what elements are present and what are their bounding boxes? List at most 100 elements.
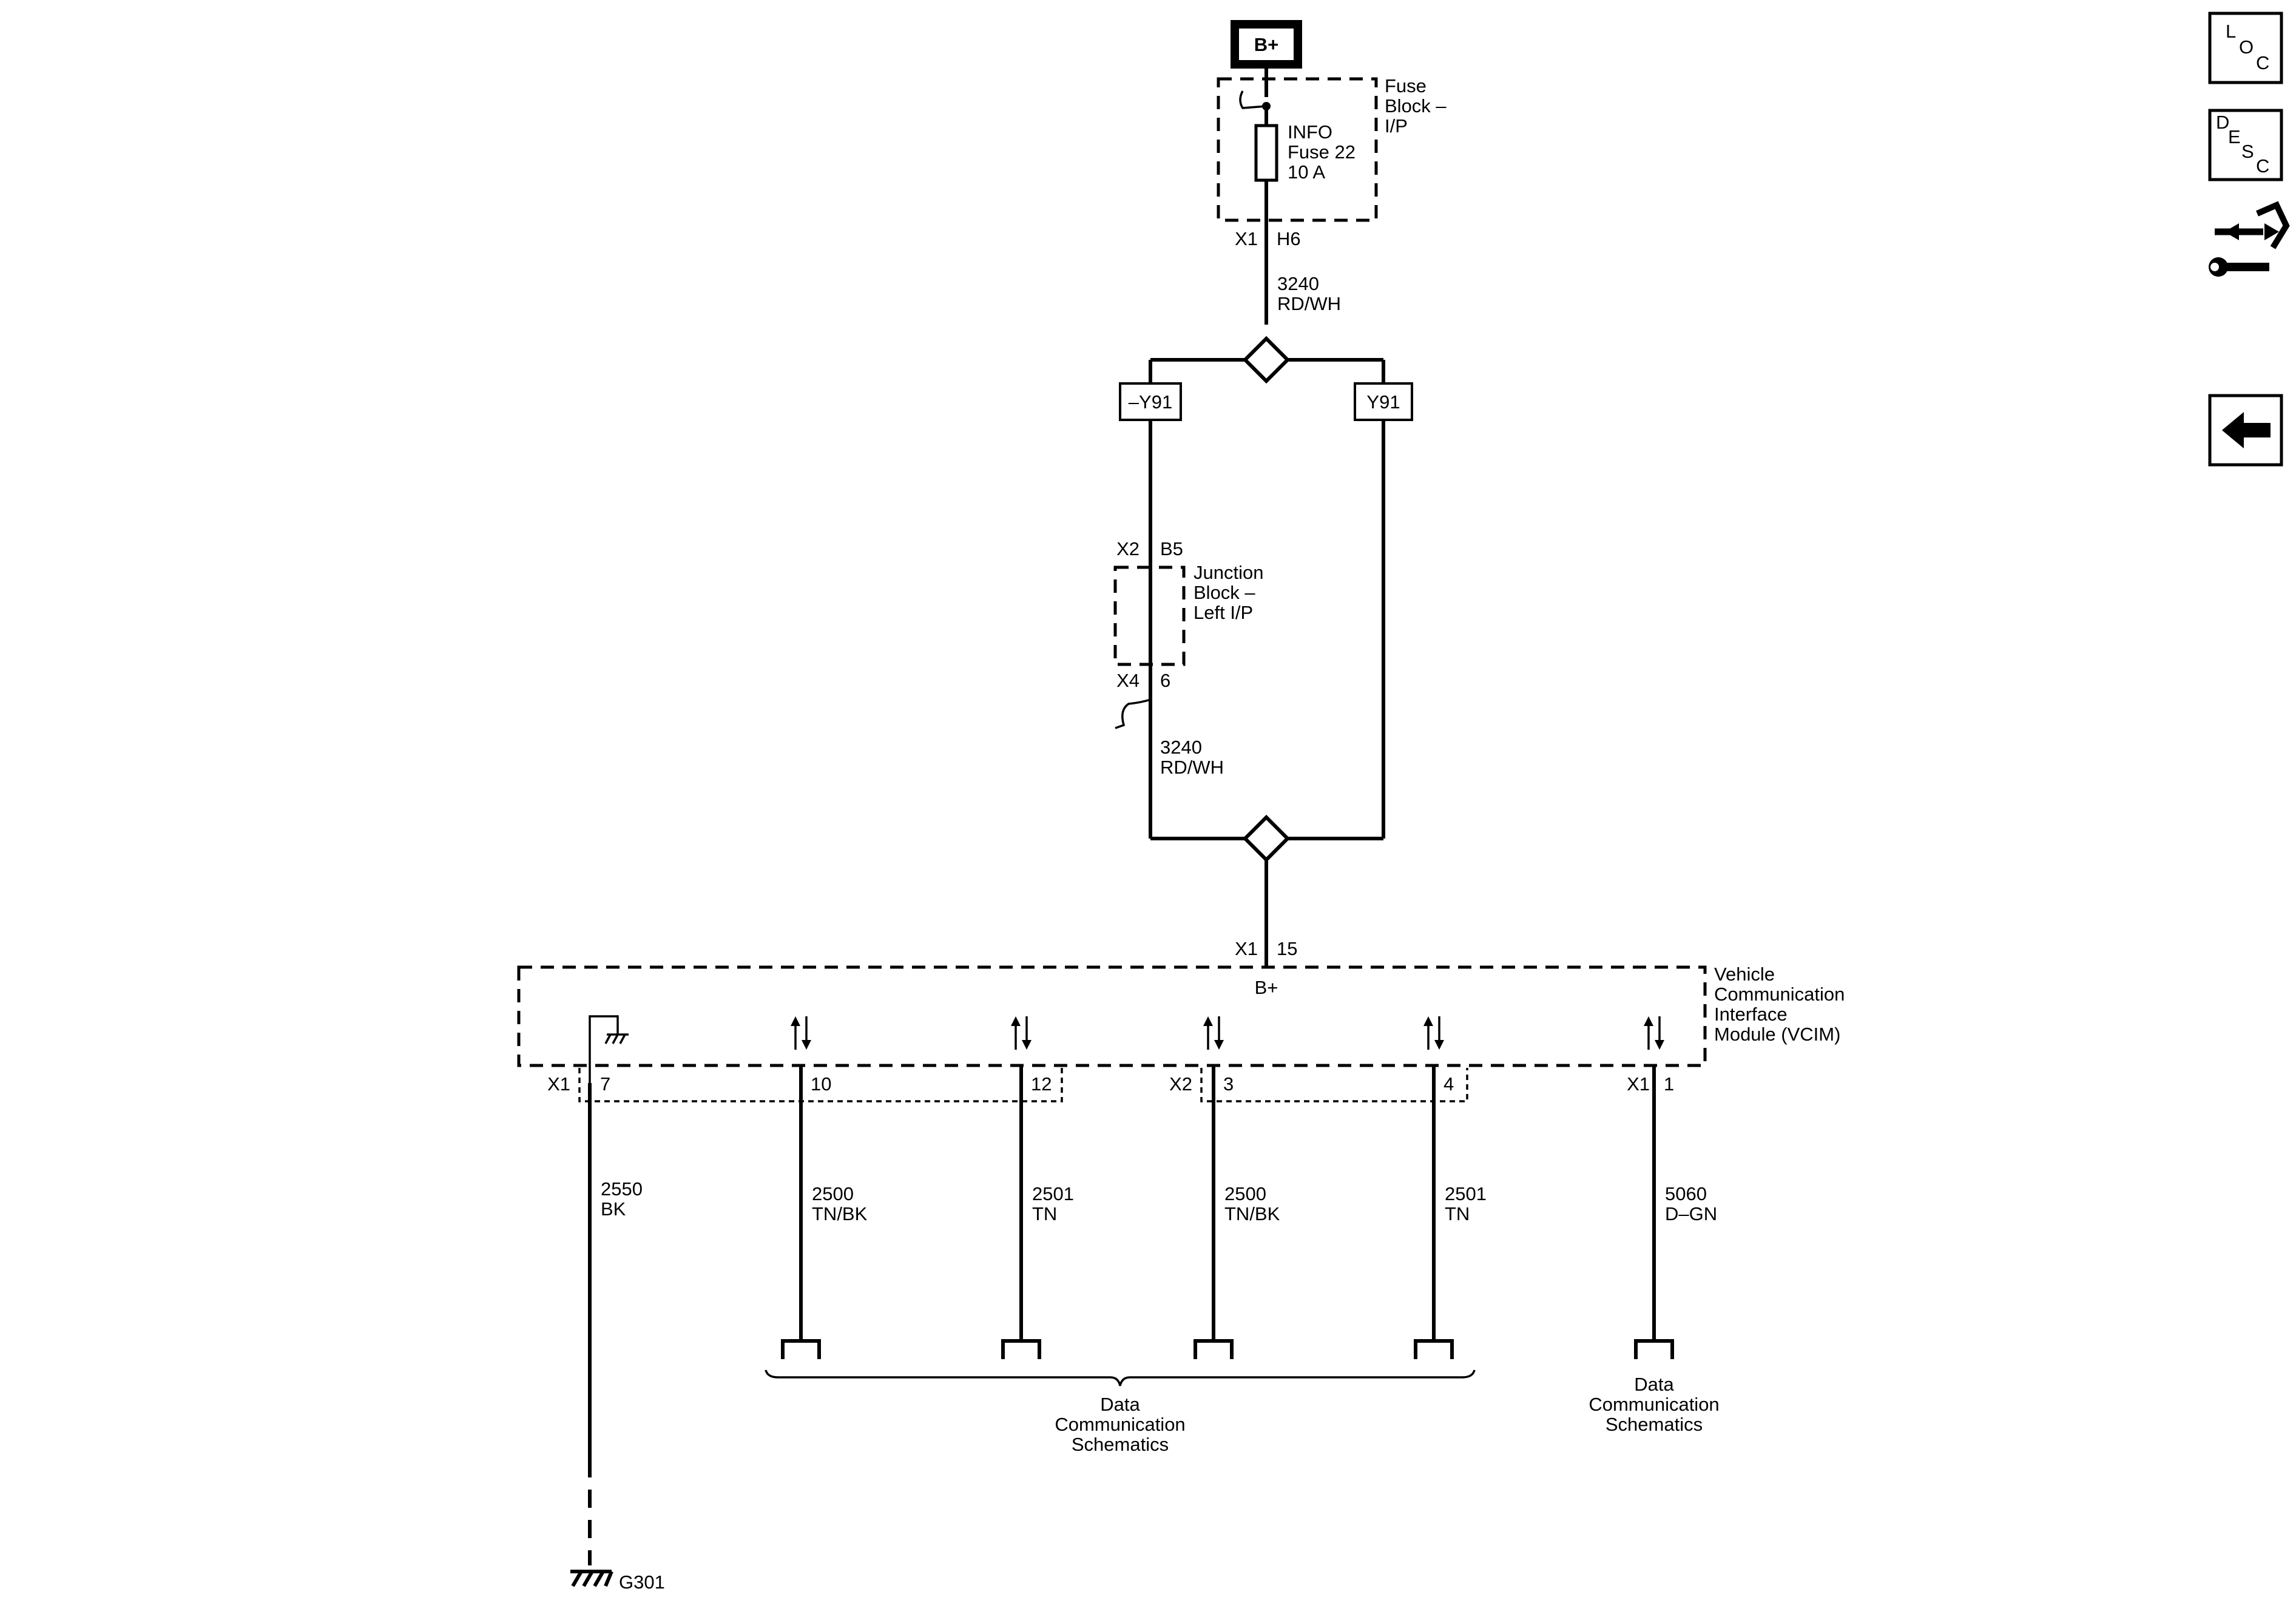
- loc-button[interactable]: L O C: [2208, 12, 2283, 84]
- vcim-label: Vehicle Communication Interface Module (…: [1714, 964, 1845, 1045]
- data-comm-single-label[interactable]: Data Communication Schematics: [1589, 1374, 1719, 1435]
- vcim-name-4: Module (VCIM): [1714, 1024, 1840, 1045]
- data-comm-group-line-1: Data: [1100, 1394, 1140, 1415]
- pin-12-label: 12: [1031, 1073, 1052, 1095]
- ground-icon: [570, 1570, 613, 1587]
- option-right-label: Y91: [1366, 391, 1400, 413]
- loc-letter-l: L: [2226, 21, 2236, 42]
- desc-letter-d: D: [2216, 112, 2229, 133]
- reference-terminal-icon: [1001, 1339, 1041, 1359]
- junction-top-pin: B5: [1160, 538, 1183, 559]
- pin-1-connector: X1: [1627, 1073, 1650, 1095]
- reference-terminal-icon: [1634, 1339, 1674, 1359]
- pin-3-connector: X2: [1169, 1073, 1192, 1095]
- fuse-rating: 10 A: [1288, 161, 1325, 183]
- bidirectional-arrow-icon: [1203, 1016, 1224, 1050]
- fuse-block-label: Fuse Block – I/P: [1385, 75, 1447, 137]
- wire-2501-a-color: TN: [1032, 1203, 1057, 1224]
- wire-2550-color: BK: [601, 1198, 626, 1220]
- wire-5060-color: D–GN: [1665, 1203, 1717, 1224]
- vcim-power-connector: X1: [1235, 938, 1258, 959]
- vcim-name-3: Interface: [1714, 1004, 1788, 1025]
- fuse-number: Fuse 22: [1288, 141, 1356, 163]
- wire-mid-color: RD/WH: [1160, 757, 1224, 778]
- loc-letter-c: C: [2256, 52, 2269, 73]
- wire-top-circuit: 3240: [1277, 273, 1319, 294]
- desc-button[interactable]: D E S C: [2208, 109, 2283, 181]
- option-left-label: –Y91: [1129, 391, 1172, 413]
- wire-2501-b-circuit: 2501: [1445, 1183, 1487, 1204]
- fuse-block-pin: H6: [1277, 228, 1301, 249]
- reference-terminal-icon: [781, 1339, 821, 1359]
- vcim-outline: [517, 965, 1707, 1067]
- pin-3-label: 3: [1223, 1073, 1234, 1095]
- junction-block-name-3: Left I/P: [1194, 602, 1253, 623]
- junction-block-name-1: Junction: [1194, 562, 1263, 583]
- wire-2500-a-circuit: 2500: [812, 1183, 854, 1204]
- junction-bottom-connector: X4: [1116, 670, 1140, 691]
- pin-10-label: 10: [811, 1073, 831, 1095]
- vcim-power-pin: 15: [1277, 938, 1297, 959]
- wire-2550-circuit: 2550: [601, 1178, 643, 1200]
- pin-7-connector: X1: [547, 1073, 570, 1095]
- pin-1-label: 1: [1664, 1073, 1674, 1095]
- wire-mid-circuit: 3240: [1160, 737, 1202, 758]
- battery-power-source: B+: [1231, 20, 1302, 69]
- data-comm-group-line-2: Communication: [1055, 1414, 1185, 1435]
- fuse-block-name-2: Block –: [1385, 95, 1447, 116]
- wire-2501-b-color: TN: [1445, 1203, 1470, 1224]
- pin-4-label: 4: [1443, 1073, 1454, 1095]
- vcim-power-label: B+: [1255, 977, 1278, 998]
- pin-7-label: 7: [600, 1073, 610, 1095]
- internal-ground-icon: [589, 1015, 629, 1083]
- desc-letter-c: C: [2256, 155, 2269, 177]
- ground-label: G301: [619, 1571, 665, 1593]
- wire-2500-a-color: TN/BK: [812, 1203, 868, 1224]
- group-brace: [765, 1369, 1476, 1386]
- junction-block-name-2: Block –: [1194, 582, 1255, 603]
- vcim-name-2: Communication: [1714, 984, 1845, 1005]
- fuse-block-connector: X1: [1235, 228, 1258, 249]
- connector-x1-outline: [578, 1068, 1063, 1102]
- wire-top-color: RD/WH: [1277, 293, 1341, 314]
- vcim-name-1: Vehicle: [1714, 964, 1775, 985]
- ground-tab-icon: [1115, 698, 1151, 729]
- wire-2500-b-color: TN/BK: [1224, 1203, 1280, 1224]
- wire-5060-circuit: 5060: [1665, 1183, 1707, 1204]
- data-comm-group-line-3: Schematics: [1072, 1434, 1169, 1455]
- reference-terminal-icon: [1414, 1339, 1454, 1359]
- back-arrow-button[interactable]: [2208, 394, 2283, 467]
- desc-letter-s: S: [2241, 141, 2254, 162]
- power-label: B+: [1254, 34, 1279, 55]
- bidirectional-arrow-icon: [1644, 1016, 1664, 1050]
- fuse-label: INFO Fuse 22 10 A: [1288, 121, 1356, 183]
- splice-bottom-icon: [1242, 814, 1291, 863]
- junction-block-label: Junction Block – Left I/P: [1194, 562, 1263, 623]
- wire-2500-b-circuit: 2500: [1224, 1183, 1266, 1204]
- data-comm-group-label[interactable]: Data Communication Schematics: [1055, 1394, 1185, 1455]
- connector-views-icon[interactable]: [2209, 201, 2290, 277]
- splice-top-icon: [1242, 336, 1291, 384]
- fuse-block-name-3: I/P: [1385, 115, 1408, 137]
- data-comm-single-line-1: Data: [1634, 1374, 1674, 1395]
- desc-letter-e: E: [2228, 126, 2241, 147]
- fuse-block-outline: [1217, 77, 1378, 222]
- loc-letter-o: O: [2239, 36, 2254, 58]
- junction-bottom-pin: 6: [1160, 670, 1170, 691]
- option-right-box: Y91: [1354, 382, 1413, 421]
- bidirectional-arrow-icon: [1011, 1016, 1032, 1050]
- junction-top-connector: X2: [1116, 538, 1140, 559]
- fuse-block-name-1: Fuse: [1385, 75, 1427, 96]
- fuse-name: INFO: [1288, 121, 1332, 143]
- bidirectional-arrow-icon: [1423, 1016, 1444, 1050]
- reference-terminal-icon: [1194, 1339, 1234, 1359]
- back-arrow-icon: [2222, 412, 2271, 448]
- bidirectional-arrow-icon: [791, 1016, 811, 1050]
- option-left-box: –Y91: [1119, 382, 1182, 421]
- wire-2501-a-circuit: 2501: [1032, 1183, 1074, 1204]
- junction-block-outline: [1113, 565, 1186, 666]
- fuse-icon: [1254, 124, 1278, 182]
- data-comm-single-line-3: Schematics: [1606, 1414, 1703, 1435]
- data-comm-single-line-2: Communication: [1589, 1394, 1719, 1415]
